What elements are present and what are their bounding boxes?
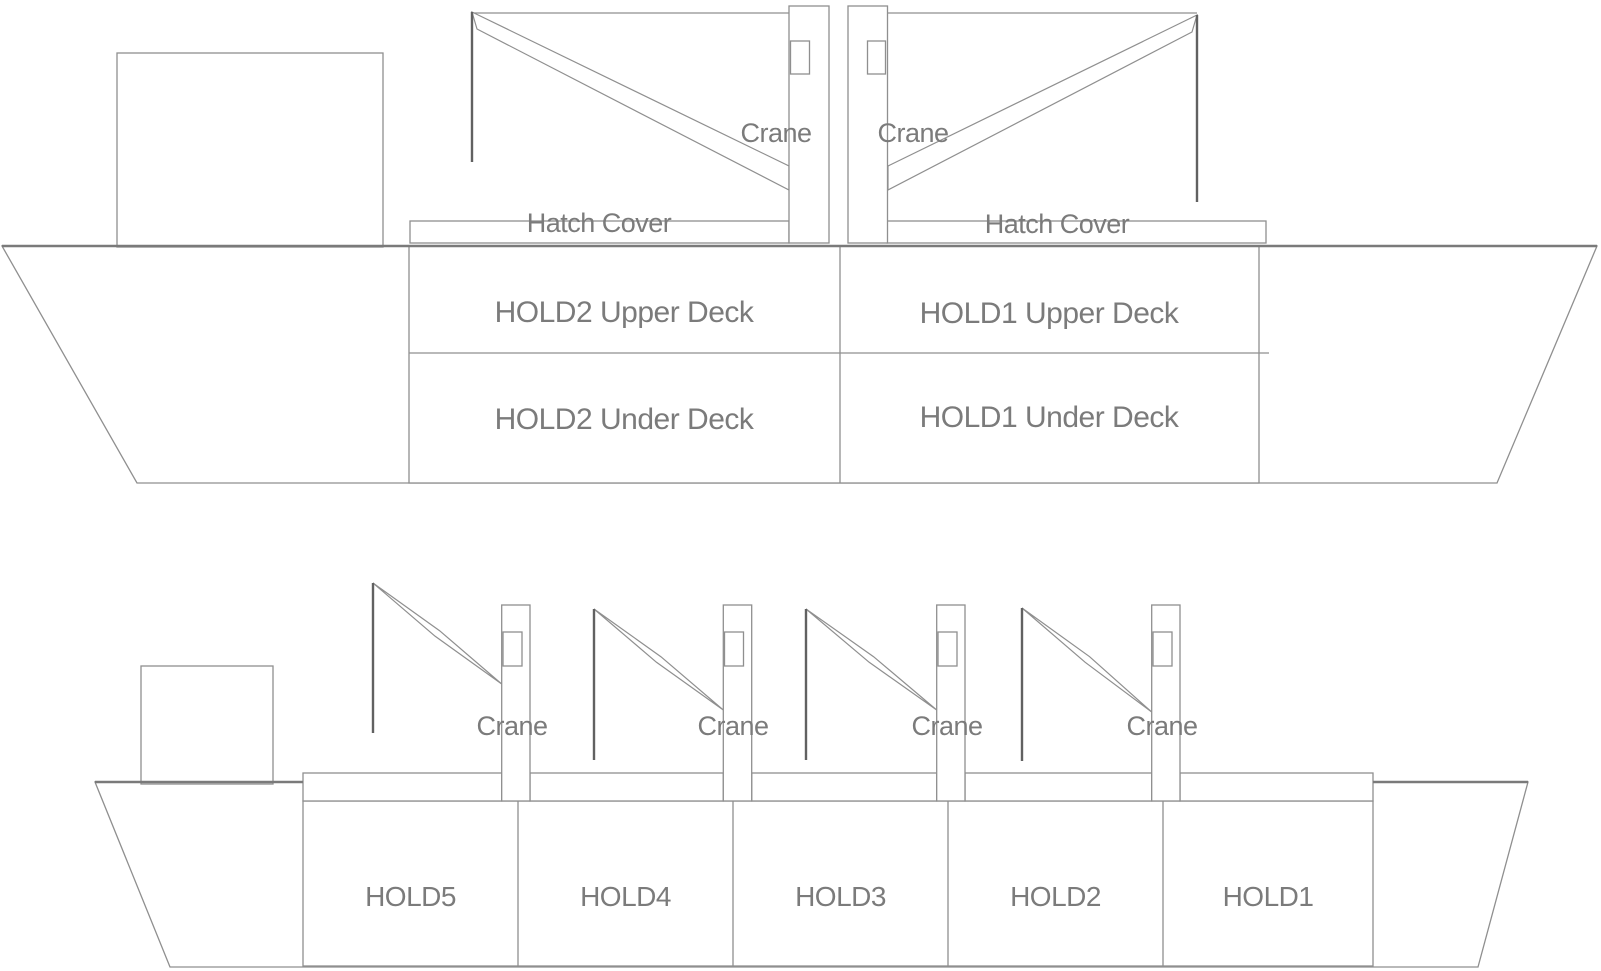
crane-label: Crane xyxy=(877,118,948,148)
hatch-cover-segment xyxy=(529,772,724,802)
top-ship: Crane Crane Hatch Cover Hatch Cover HOLD… xyxy=(0,5,1598,484)
crane-boom xyxy=(1021,607,1153,713)
crane-mast-block xyxy=(937,631,958,667)
hold-under-label: HOLD1 Under Deck xyxy=(920,401,1180,434)
crane-boom xyxy=(372,582,503,685)
hatch-cover-segment xyxy=(964,772,1153,802)
bottom-ship: Crane Crane Crane Crane HOLD5 HOLD4 HOLD… xyxy=(94,582,1529,968)
crane-mast-block xyxy=(1152,631,1173,667)
bottom-ship-holds-outline xyxy=(302,800,1374,967)
hatch-cover-label: Hatch Cover xyxy=(985,209,1130,239)
crane-label: Crane xyxy=(697,711,768,741)
crane-mast-block xyxy=(502,631,523,667)
hold-label: HOLD4 xyxy=(580,881,671,912)
hatch-cover-segment xyxy=(1179,772,1374,802)
hold-label: HOLD5 xyxy=(365,881,456,912)
hold-upper-label: HOLD2 Upper Deck xyxy=(495,296,755,329)
top-crane-left xyxy=(470,10,790,191)
crane-boom xyxy=(887,13,1198,191)
hold-label: HOLD2 xyxy=(1010,881,1101,912)
crane-boom xyxy=(471,10,790,191)
top-ship-holds-outline xyxy=(408,245,1260,484)
hold-upper-label: HOLD1 Upper Deck xyxy=(920,297,1180,330)
crane-label: Crane xyxy=(911,711,982,741)
bottom-ship-superstructure xyxy=(140,665,274,785)
crane-label: Crane xyxy=(1126,711,1197,741)
hold-label: HOLD3 xyxy=(795,881,886,912)
crane-mast-left-block xyxy=(789,40,811,75)
crane-boom xyxy=(593,608,724,711)
top-crane-right xyxy=(887,12,1199,202)
hatch-cover-label: Hatch Cover xyxy=(527,208,672,238)
crane-mast-block xyxy=(723,631,745,667)
crane-mast-right-block xyxy=(866,40,887,75)
top-ship-superstructure xyxy=(116,52,384,248)
crane-label: Crane xyxy=(740,118,811,148)
hatch-cover-segment xyxy=(302,772,503,802)
hold-label: HOLD1 xyxy=(1223,881,1314,912)
crane-boom xyxy=(805,608,938,711)
hold-under-label: HOLD2 Under Deck xyxy=(495,403,755,436)
hatch-cover-segment xyxy=(751,772,938,802)
crane-label: Crane xyxy=(476,711,547,741)
